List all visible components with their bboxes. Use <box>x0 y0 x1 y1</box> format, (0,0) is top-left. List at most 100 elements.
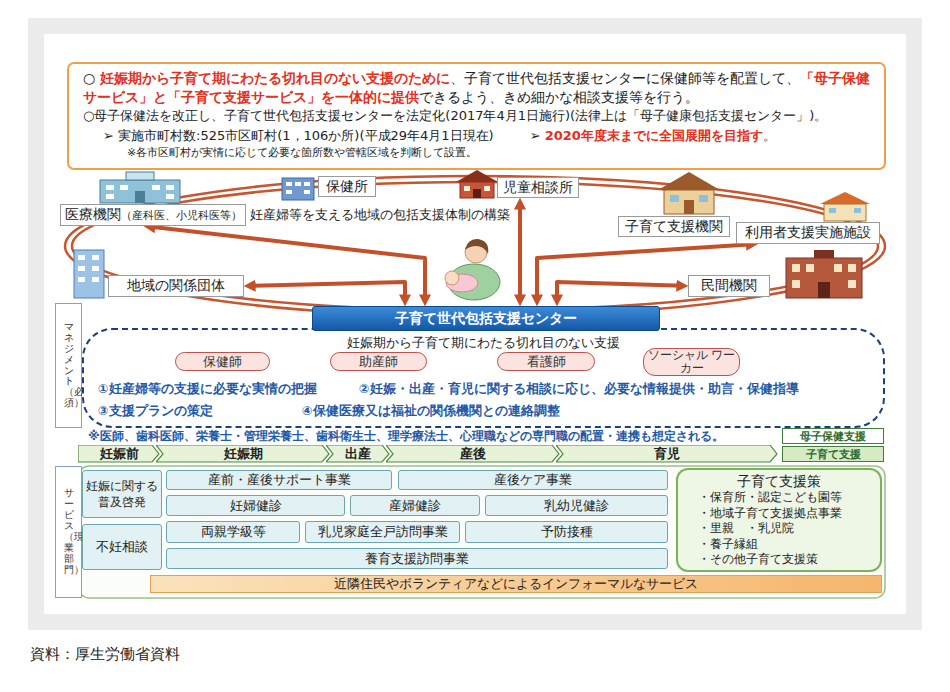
agency-box: 児童相談所 <box>497 177 579 198</box>
services-frame <box>79 466 885 598</box>
child-guidance-icon <box>456 170 498 198</box>
window <box>854 208 861 213</box>
panel <box>44 34 906 614</box>
node-text: ※各市区町村が実情に応じて必要な箇所数や管轄区域を判断して設置。 <box>83 145 870 160</box>
text-run: 妊娠期から子育て期にわたる切れ目のない支援のために <box>100 70 450 86</box>
node-text: 妊娠に関する 普及啓発 <box>84 478 160 510</box>
window <box>78 277 85 282</box>
door <box>473 189 481 198</box>
node-text: 子育て支援策 <box>737 472 821 490</box>
node-text: 養育支援訪問事業 <box>365 550 469 568</box>
node-text: 乳児家庭全戸訪問事業 <box>318 523 448 541</box>
window <box>829 208 836 213</box>
node-text: 保健所 <box>326 178 368 196</box>
service-box: 乳幼児健診 <box>485 495 668 516</box>
door <box>135 191 145 203</box>
text-run: 、子育て世代包括支援センターに保健師等を配置して、 <box>450 70 800 86</box>
link-arrow <box>518 203 522 301</box>
apartment <box>74 250 104 298</box>
chevron-outline <box>326 445 389 462</box>
building <box>460 182 494 198</box>
window <box>484 186 490 191</box>
link-arrow <box>249 282 405 301</box>
key-tag: 子育て支援 <box>782 446 884 462</box>
window <box>792 264 800 272</box>
agency-box: 医療機関（産科医、小児科医等） <box>60 204 246 226</box>
window <box>304 190 310 194</box>
chevron-outline <box>156 445 329 462</box>
node-text: 保健師 <box>203 353 242 371</box>
role-pill: 看護師 <box>497 352 595 371</box>
node-text: 育児 <box>654 445 680 463</box>
node-text: 民間機関 <box>701 277 757 295</box>
node-text: ○母子保健法を改正し、子育て世代包括支援センターを法定化(2017年4月1日施行… <box>83 107 870 125</box>
node-text: 妊婦健診 <box>230 497 282 515</box>
node-text: 不妊相談 <box>96 538 148 556</box>
window <box>166 185 174 190</box>
mother-baby-illustration <box>445 239 500 300</box>
window <box>670 195 679 202</box>
support-region: 妊娠期から子育て期にわたる切れ目のない支援①妊産婦等の支援に必要な実情の把握②妊… <box>82 328 885 428</box>
node-text: 産前・産後サポート事業 <box>208 471 351 489</box>
node-text: 地域の関係団体 <box>127 277 225 295</box>
node-text: 母子保健支援 <box>800 429 866 444</box>
window <box>106 194 114 199</box>
window <box>806 264 814 272</box>
window <box>834 264 842 272</box>
roof <box>820 192 870 204</box>
hospital-icon <box>100 172 180 203</box>
service-box: 妊娠に関する 普及啓発 <box>82 470 162 518</box>
window <box>92 277 99 282</box>
node-text: ・養子縁組 <box>684 537 758 553</box>
window <box>120 185 128 190</box>
role-pill: 保健師 <box>175 352 270 371</box>
building <box>786 258 862 298</box>
window <box>792 280 800 288</box>
text-run: 2020年度末までに全国展開を目指す <box>545 128 763 143</box>
center-box: 子育て世代包括支援センター <box>312 306 660 331</box>
service-box: 養育支援訪問事業 <box>166 548 668 569</box>
notice-box: ○ 妊娠期から子育て期にわたる切れ目のない支援のために、子育て世代包括支援センタ… <box>67 62 886 170</box>
user-support-icon <box>820 192 870 221</box>
agency-box: 保健所 <box>318 176 376 197</box>
key-tag: 母子保健支援 <box>782 428 884 444</box>
node-text: ・保育所・認定こども園等 <box>684 490 842 506</box>
node-text: ・里親 ・乳児院 <box>684 521 794 537</box>
node-text: サービス（現業部門） <box>64 488 74 575</box>
node-text: 産後ケア事業 <box>494 471 572 489</box>
window <box>848 280 856 288</box>
node-text: 乳幼児健診 <box>544 497 609 515</box>
window <box>78 255 85 260</box>
service-box: 産後ケア事業 <box>398 470 668 490</box>
node-text: 妊娠前 <box>100 445 139 463</box>
agency-box: 民間機関 <box>688 275 770 297</box>
text-run: ○ <box>83 70 100 86</box>
informal-band: 近隣住民やボランティアなどによるインフォーマルなサービス <box>150 575 882 593</box>
node-text: 近隣住民やボランティアなどによるインフォーマルなサービス <box>334 575 698 593</box>
private-org-icon <box>786 250 862 298</box>
node-text: ➢ 2020年度末までに全国展開を目指す。 <box>530 127 776 145</box>
caption-hub: 妊産婦等を支える地域の包括支援体制の構築 <box>248 207 512 223</box>
service-box: 妊婦健診 <box>166 495 345 516</box>
service-box: 予防接種 <box>465 521 668 543</box>
agency-box: 子育て支援機関 <box>618 216 730 237</box>
network-ring <box>65 176 885 316</box>
note-text: ※医師、歯科医師、栄養士・管理栄養士、歯科衛生士、理学療法士、心理職などの専門職… <box>88 429 724 444</box>
window <box>106 185 114 190</box>
window <box>286 190 292 194</box>
node-text: ①妊産婦等の支援に必要な実情の把握 <box>98 381 317 398</box>
stage-chevron: 妊娠期 <box>156 445 330 463</box>
node-text: 医療機関（産科医、小児科医等） <box>65 206 242 224</box>
node-text: マネジメント（必須） <box>64 322 74 409</box>
text-run: 。 <box>763 128 776 143</box>
roof <box>456 170 498 182</box>
text-run: ➢ <box>530 128 545 143</box>
node-text: 妊娠期から子育て期にわたる切れ目のない支援 <box>84 334 883 352</box>
stage-chevron: 育児 <box>556 445 778 463</box>
text-run: （産科医、小児科医等） <box>121 209 242 222</box>
building <box>824 204 866 221</box>
side-label: マネジメント（必須） <box>55 303 82 428</box>
node-text: ○ 妊娠期から子育て期にわたる切れ目のない支援のために、子育て世代包括支援センタ… <box>83 69 870 107</box>
